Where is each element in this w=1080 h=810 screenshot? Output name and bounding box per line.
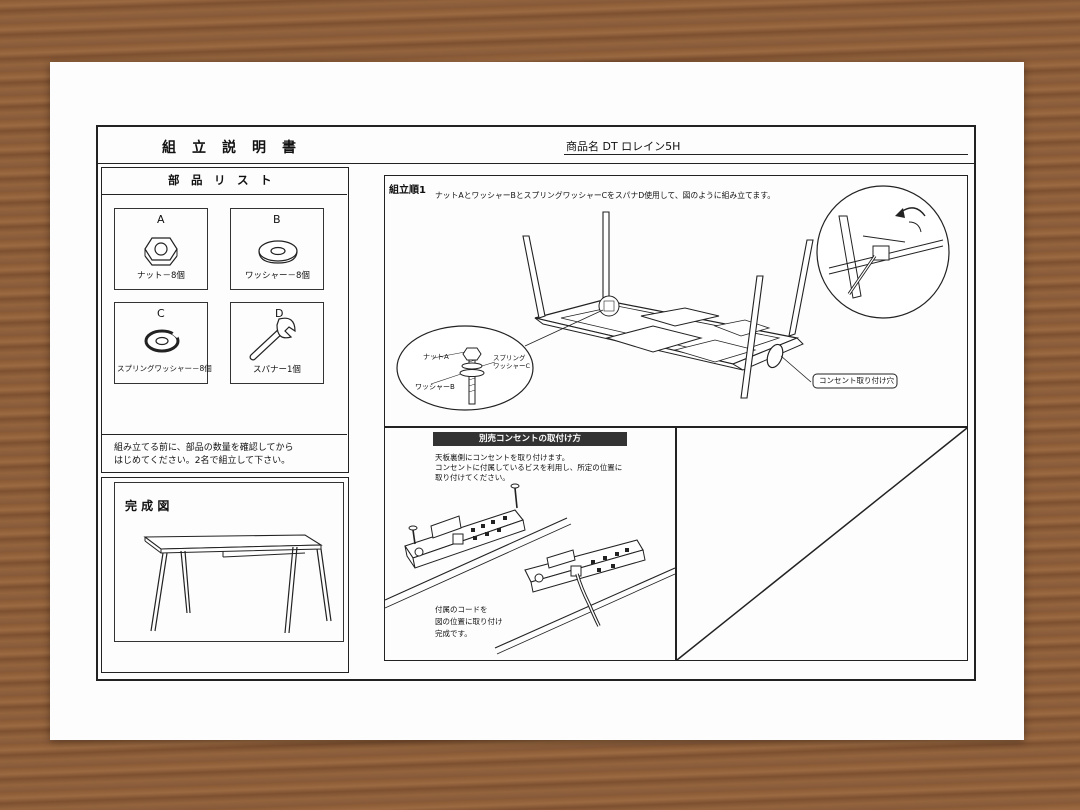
outlet-install-drawing bbox=[384, 483, 676, 655]
sheet-frame: 組 立 説 明 書 商品名 DT ロレイン5H 部 品 リ ス ト A ナット－… bbox=[96, 125, 976, 681]
hex-nut-icon bbox=[144, 237, 178, 266]
parts-list-heading: 部 品 リ ス ト bbox=[168, 173, 272, 187]
outlet-line2: コンセントに付属しているビスを利用し、所定の位置に bbox=[435, 463, 623, 472]
completed-view-heading: 完 成 図 bbox=[125, 499, 170, 513]
header-divider bbox=[98, 163, 974, 164]
part-d-label: スパナー1個 bbox=[253, 365, 301, 375]
completed-view-panel: 完 成 図 bbox=[101, 477, 349, 673]
table-underside-drawing bbox=[396, 185, 950, 411]
label-spring-washer-1: スプリング bbox=[493, 354, 526, 362]
step1-panel: 組立順1 ナットAとワッシャーBとスプリングワッシャーCをスパナD使用して、図の… bbox=[384, 175, 968, 427]
document-title: 組 立 説 明 書 bbox=[162, 140, 297, 156]
outlet-line3: 取り付けてください。 bbox=[435, 473, 510, 482]
step1-title: 組立順1 bbox=[389, 185, 426, 196]
part-c-letter: C bbox=[157, 307, 165, 320]
part-a-label: ナット－8個 bbox=[137, 271, 185, 281]
outlet-heading: 別売コンセントの取付け方 bbox=[433, 432, 627, 446]
part-b-box: B ワッシャー－8個 bbox=[230, 208, 324, 290]
blank-panel-diagonal bbox=[676, 427, 968, 661]
blank-panel bbox=[676, 427, 968, 661]
outlet-install-panel: 別売コンセントの取付け方 天板裏側にコンセントを取り付けます。 コンセントに付属… bbox=[384, 427, 676, 661]
cord-line3: 完成です。 bbox=[435, 629, 472, 638]
parts-note-line2: はじめてください。2名で組立して下さい。 bbox=[114, 456, 291, 466]
outlet-line1: 天板裏側にコンセントを取り付けます。 bbox=[435, 453, 570, 462]
wrench-icon bbox=[249, 317, 296, 361]
washer-icon bbox=[258, 240, 298, 264]
label-nut-a: ナットA bbox=[423, 353, 449, 361]
parts-list-panel: 部 品 リ ス ト A ナット－8個 B bbox=[101, 167, 349, 473]
part-c-box: C スプリングワッシャー－8個 bbox=[114, 302, 212, 384]
product-name: 商品名 DT ロレイン5H bbox=[566, 140, 681, 153]
cord-line2: 図の位置に取り付け bbox=[435, 617, 503, 626]
part-c-label: スプリングワッシャー－8個 bbox=[117, 364, 212, 373]
part-a-box: A ナット－8個 bbox=[114, 208, 208, 290]
parts-note-line1: 組み立てる前に、部品の数量を確認してから bbox=[114, 443, 294, 453]
part-d-letter: D bbox=[275, 307, 284, 320]
outlet-hole-label: コンセント取り付け穴 bbox=[819, 376, 894, 385]
label-spring-washer-2: ワッシャーC bbox=[493, 362, 531, 370]
parts-heading-divider bbox=[102, 194, 347, 195]
part-b-label: ワッシャー－8個 bbox=[245, 271, 310, 281]
part-d-box: D スパナー1個 bbox=[230, 302, 324, 384]
cord-line1: 付属のコードを bbox=[435, 605, 488, 614]
instruction-sheet: 組 立 説 明 書 商品名 DT ロレイン5H 部 品 リ ス ト A ナット－… bbox=[50, 62, 1024, 740]
step1-instruction: ナットAとワッシャーBとスプリングワッシャーCをスパナD使用して、図のように組み… bbox=[435, 191, 776, 200]
product-underline bbox=[564, 154, 968, 155]
parts-note-divider-top bbox=[102, 434, 347, 435]
part-a-letter: A bbox=[157, 213, 165, 226]
label-washer-b: ワッシャーB bbox=[415, 383, 455, 391]
completed-view-inner: 完 成 図 bbox=[114, 482, 344, 642]
completed-table-drawing bbox=[143, 534, 332, 634]
part-b-letter: B bbox=[273, 213, 281, 226]
spring-washer-icon bbox=[144, 329, 180, 353]
